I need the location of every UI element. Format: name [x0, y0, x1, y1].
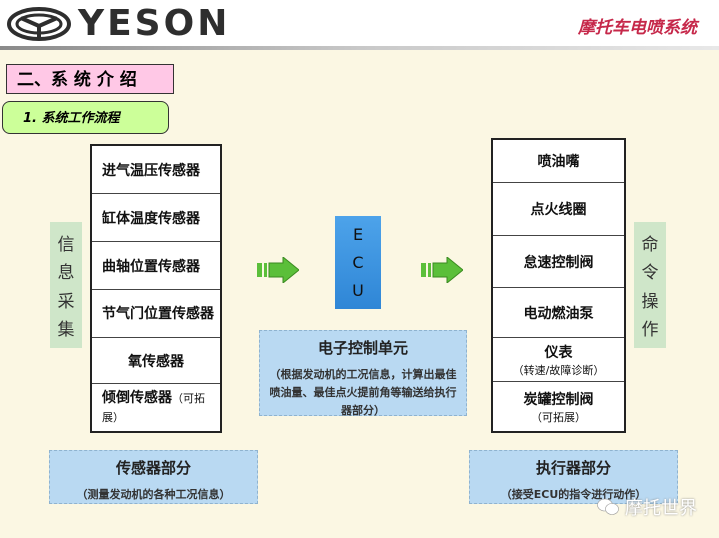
- sensor-item: 倾倒传感器（可拓展）: [102, 389, 205, 424]
- arrow-right-icon: [421, 257, 463, 283]
- header-title: 摩托车电喷系统: [578, 18, 697, 38]
- actuator-item: 炭罐控制阀（可拓展）: [523, 391, 594, 424]
- ecu-box-desc: （根据发动机的工况信息，计算出最佳喷油量、最佳点火提前角等输送给执行器部分）: [269, 368, 457, 417]
- ecu-letter: U: [352, 281, 364, 301]
- watermark-text: 摩托世界: [625, 498, 697, 519]
- sensor-item: 氧传感器: [92, 338, 220, 384]
- actuator-item: 怠速控制阀: [493, 236, 624, 288]
- step-title: 1. 系统工作流程: [2, 101, 169, 134]
- tag-char: 集: [57, 320, 75, 341]
- actuator-box-title: 执行器部分: [535, 459, 611, 477]
- arrow-right-icon: [257, 257, 299, 283]
- tag-char: 操: [641, 291, 659, 312]
- sensor-section-box: 传感器部分 （测量发动机的各种工况信息）: [49, 450, 258, 504]
- header-bar: [0, 0, 719, 48]
- yeson-logo-icon: [7, 7, 71, 41]
- sensor-item: 缸体温度传感器: [92, 194, 220, 242]
- section-title: 二、系 统 介 绍: [6, 64, 174, 94]
- watermark: 摩托世界: [597, 494, 697, 520]
- tag-char: 采: [57, 291, 75, 312]
- tag-char: 作: [641, 320, 659, 341]
- brand-name: YESON: [78, 3, 231, 44]
- wechat-icon: [597, 498, 619, 515]
- actuator-box-desc: （接受ECU的指令进行动作）: [500, 488, 647, 501]
- actuator-list: 喷油嘴 点火线圈 怠速控制阀 电动燃油泵 仪表（转速/故障诊断） 炭罐控制阀（可…: [491, 138, 626, 433]
- sensor-list: 进气温压传感器 缸体温度传感器 曲轴位置传感器 节气门位置传感器 氧传感器 倾倒…: [90, 144, 222, 433]
- tag-char: 命: [641, 234, 659, 255]
- ecu-box-title: 电子控制单元: [317, 339, 408, 357]
- info-collection-tag: 信 息 采 集: [50, 222, 82, 348]
- tag-char: 息: [57, 263, 75, 284]
- sensor-box-title: 传感器部分: [115, 459, 191, 477]
- tag-char: 令: [641, 263, 659, 284]
- actuator-item: 仪表（转速/故障诊断）: [493, 338, 624, 382]
- header-divider: [0, 46, 719, 50]
- ecu-letter: C: [352, 252, 364, 272]
- command-operation-tag: 命 令 操 作: [634, 222, 666, 348]
- sensor-item: 节气门位置传感器: [92, 290, 220, 338]
- ecu-block: E C U: [335, 216, 381, 309]
- ecu-letter: E: [352, 224, 364, 244]
- sensor-item: 进气温压传感器: [92, 146, 220, 194]
- actuator-item: 电动燃油泵: [493, 288, 624, 338]
- tag-char: 信: [57, 234, 75, 255]
- actuator-item: 点火线圈: [493, 183, 624, 236]
- sensor-box-desc: （测量发动机的各种工况信息）: [76, 488, 231, 501]
- actuator-item: 喷油嘴: [493, 140, 624, 183]
- ecu-description-box: 电子控制单元 （根据发动机的工况信息，计算出最佳喷油量、最佳点火提前角等输送给执…: [259, 330, 467, 417]
- sensor-item: 曲轴位置传感器: [92, 242, 220, 290]
- actuator-section-box: 执行器部分 （接受ECU的指令进行动作）: [469, 450, 678, 504]
